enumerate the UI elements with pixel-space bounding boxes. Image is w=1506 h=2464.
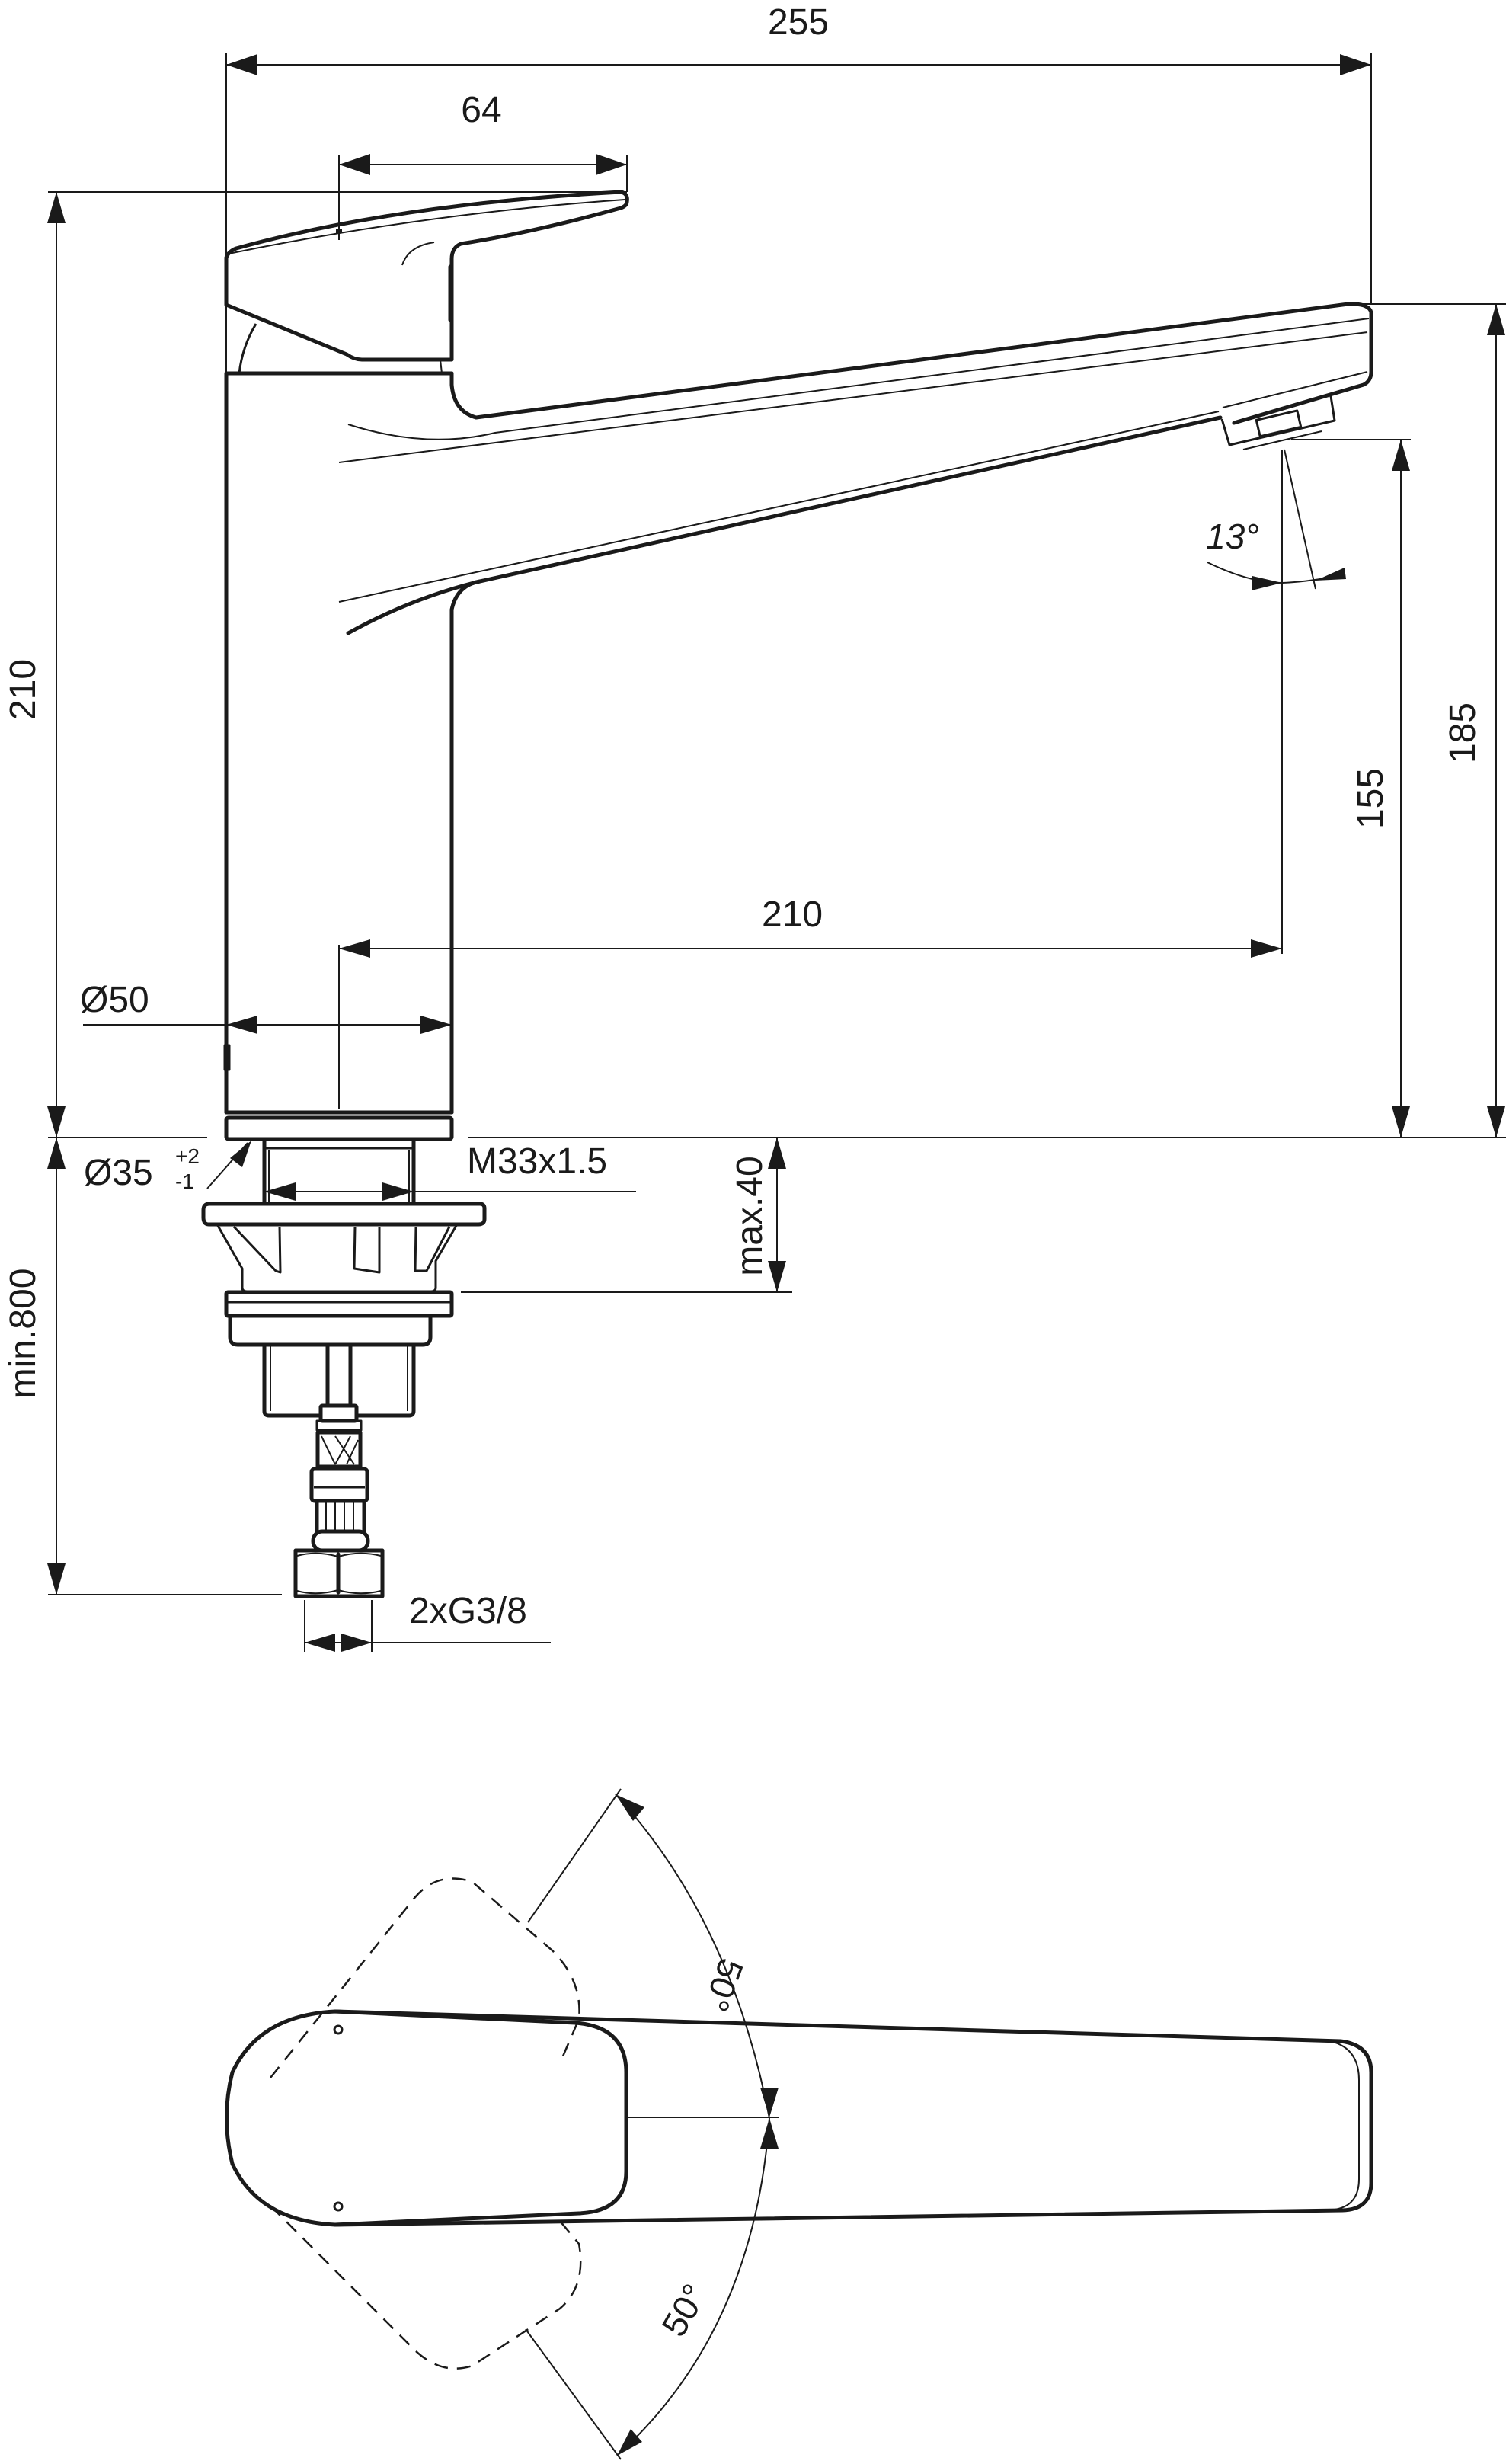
faucet-body: [223, 371, 478, 1141]
label-g38: 2xG3/8: [409, 1591, 527, 1631]
lever-rotated-upper: [270, 1877, 580, 2078]
lever-top: [225, 2009, 628, 2227]
label-m33: M33x1.5: [467, 1141, 607, 1182]
label-max40: max.40: [730, 1156, 770, 1275]
dim-spout-height: 185: [1357, 303, 1506, 1138]
top-view: 50° 50°: [225, 1788, 1373, 2460]
supply-hose: [293, 1403, 385, 1598]
dim-thread: M33x1.5: [264, 1141, 636, 1201]
label-50deg-upper: 50°: [696, 1954, 752, 2017]
spout-side: [338, 302, 1373, 642]
label-155: 155: [1351, 768, 1391, 829]
spout-top: [333, 2009, 1373, 2227]
dim-rotation-lower: 50°: [525, 2117, 779, 2460]
dim-rotation-upper: 50°: [527, 1788, 779, 2119]
side-view: 255 64 210: [3, 2, 1506, 1652]
lever-rotated-lower: [270, 2205, 582, 2370]
dim-overall-height: 210: [3, 191, 627, 1138]
dim-hole-diameter: Ø35 +2 -1: [84, 1141, 251, 1193]
dim-body-diameter: Ø50: [80, 980, 452, 1034]
dim-spout-angle: 13°: [1206, 449, 1346, 954]
dim-deck-thickness: max.40: [461, 1138, 792, 1293]
label-d35: Ø35: [84, 1153, 153, 1193]
label-d35-tol-upper: +2: [175, 1144, 200, 1168]
label-210-reach: 210: [762, 894, 823, 935]
dim-outlet-height: 155: [1291, 439, 1411, 1138]
dim-hose-length: min.800: [3, 1138, 282, 1595]
label-d35-tol-lower: -1: [175, 1170, 194, 1193]
dim-connection: 2xG3/8: [304, 1591, 551, 1652]
dim-overall-width: 255: [225, 2, 1372, 373]
dim-lever-reach: 64: [338, 90, 628, 240]
label-50deg-lower: 50°: [654, 2277, 715, 2343]
dim-spout-reach: 210: [339, 894, 1282, 958]
label-64: 64: [461, 90, 501, 130]
label-min800: min.800: [3, 1269, 43, 1399]
lever-side: [224, 190, 629, 374]
mounting-hardware: [201, 1138, 487, 1418]
label-210-height: 210: [3, 659, 43, 720]
label-255: 255: [768, 2, 829, 43]
label-d50: Ø50: [80, 980, 149, 1020]
label-185: 185: [1443, 702, 1483, 763]
label-13deg: 13°: [1206, 517, 1259, 556]
